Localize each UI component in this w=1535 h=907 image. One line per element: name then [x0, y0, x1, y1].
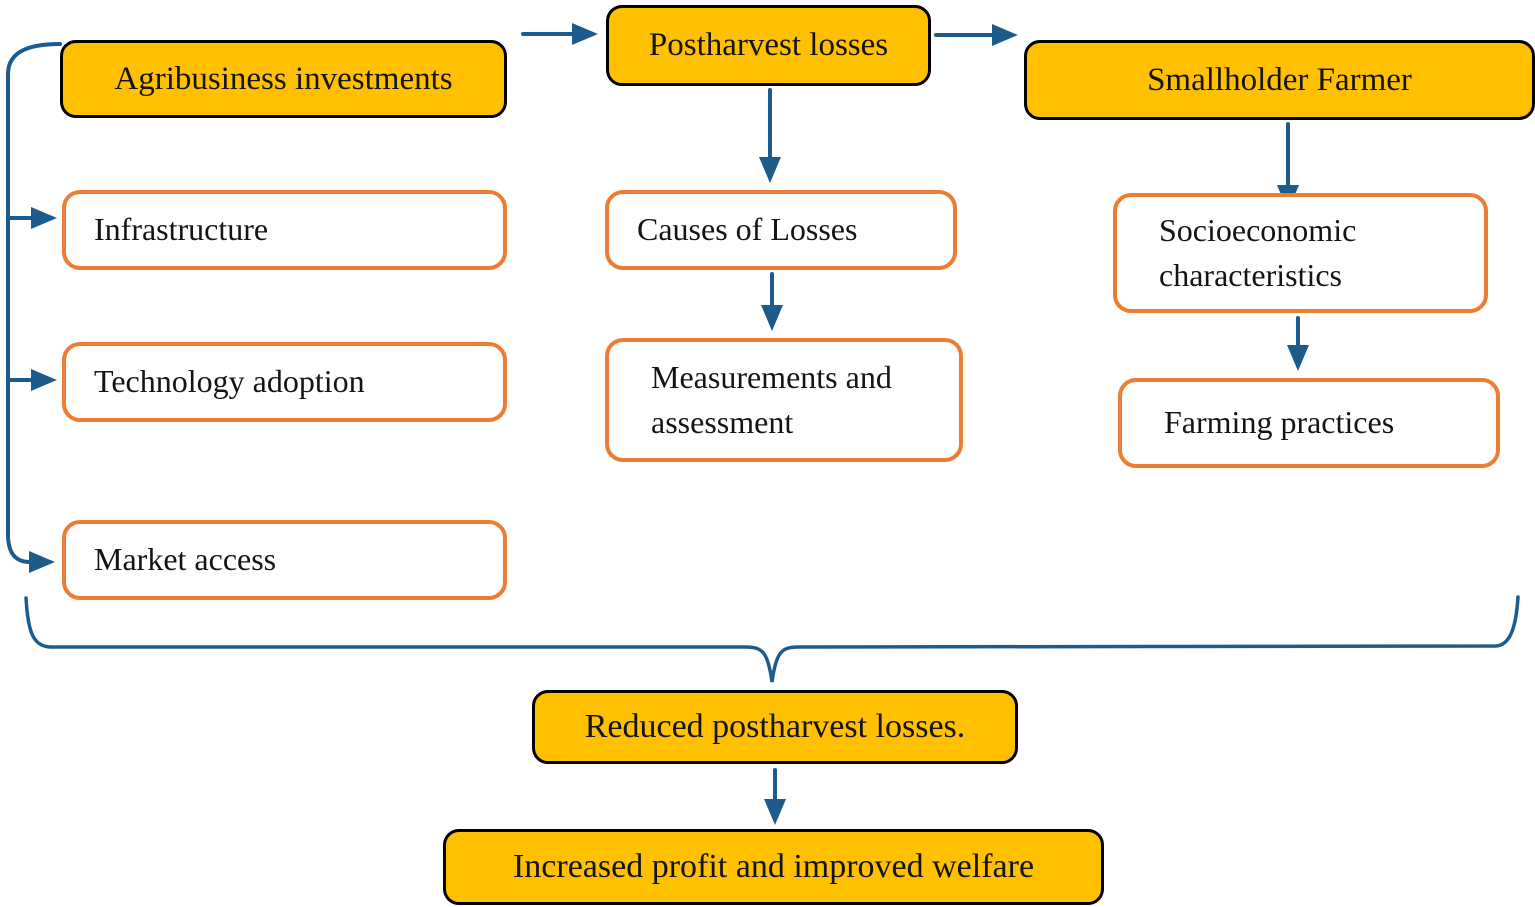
node-smallholder-label: Smallholder Farmer: [1147, 61, 1412, 98]
node-smallholder-farmer: Smallholder Farmer: [1024, 40, 1535, 120]
node-market-access: Market access: [62, 520, 507, 600]
node-technology-adoption: Technology adoption: [62, 342, 507, 422]
node-infrastructure-label: Infrastructure: [94, 211, 269, 248]
node-reduced-label: Reduced postharvest losses.: [584, 707, 966, 745]
node-measurements-assessment: Measurements and assessment: [605, 338, 963, 462]
node-farming-practices: Farming practices: [1118, 378, 1500, 468]
connector-spine-agribusiness: [6, 42, 62, 573]
node-socioeconomic-label: Socioeconomic characteristics: [1159, 211, 1357, 293]
node-agribusiness-label: Agribusiness investments: [114, 60, 453, 97]
node-postharvest-label: Postharvest losses: [648, 27, 889, 64]
node-market-label: Market access: [94, 541, 277, 578]
node-causes-label: Causes of Losses: [637, 211, 858, 248]
node-agribusiness-investments: Agribusiness investments: [60, 40, 507, 118]
node-postharvest-losses: Postharvest losses: [606, 5, 931, 86]
node-measurements-label: Measurements and assessment: [651, 358, 892, 440]
node-causes-of-losses: Causes of Losses: [605, 190, 957, 270]
node-infrastructure: Infrastructure: [62, 190, 507, 270]
node-socioeconomic-characteristics: Socioeconomic characteristics: [1113, 193, 1488, 313]
brace-to-reduced: [24, 595, 1520, 683]
node-technology-label: Technology adoption: [94, 363, 365, 400]
node-farming-label: Farming practices: [1164, 404, 1395, 441]
node-reduced-postharvest-losses: Reduced postharvest losses.: [532, 690, 1018, 764]
node-increased-profit-welfare: Increased profit and improved welfare: [443, 829, 1104, 905]
node-increased-label: Increased profit and improved welfare: [512, 847, 1035, 885]
